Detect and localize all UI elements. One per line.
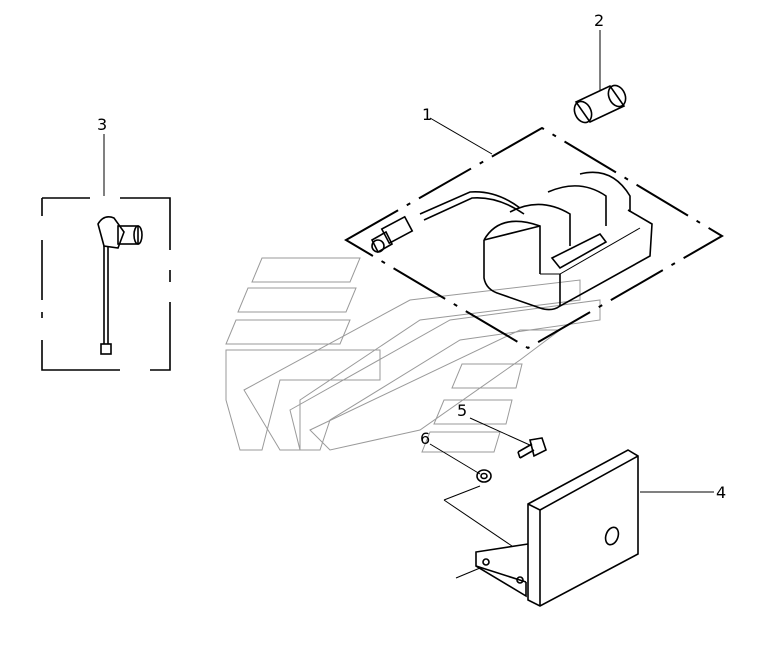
- callout-6: 6: [420, 429, 430, 448]
- callout-2: 2: [594, 11, 604, 30]
- part-3-elbow-connector: [41, 197, 171, 371]
- part-2-cylinder-cap: [573, 84, 627, 124]
- leader-lines: [103, 30, 714, 579]
- part-4-mounting-bracket: [443, 449, 639, 607]
- callout-3: 3: [97, 115, 107, 134]
- part-5-bolt: [517, 437, 547, 459]
- callout-1: 1: [422, 105, 432, 124]
- background-watermark: [225, 257, 601, 453]
- part-6-washer: [476, 469, 492, 483]
- part-1-charger-cradle: [344, 126, 724, 350]
- callout-5: 5: [457, 401, 467, 420]
- callout-4: 4: [716, 483, 726, 502]
